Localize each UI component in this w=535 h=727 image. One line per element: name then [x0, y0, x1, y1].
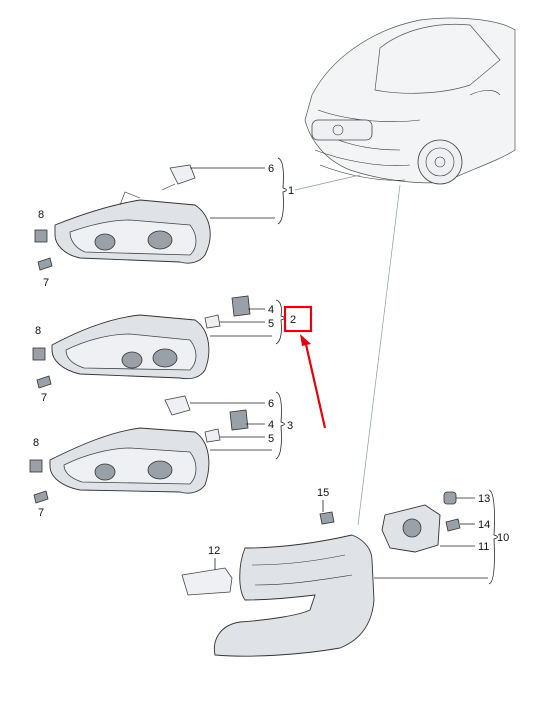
leader-car-1	[294, 174, 361, 191]
label-7-top: 7	[43, 277, 49, 289]
screw-15	[319, 511, 335, 525]
brace-1	[277, 157, 287, 225]
grommet-13	[443, 491, 457, 505]
label-1: 1	[288, 185, 294, 197]
fog-lamp-assembly-3	[49, 427, 210, 494]
brace-10	[488, 489, 498, 585]
screw-7-mid	[36, 375, 52, 389]
pointer-arrow	[300, 334, 327, 429]
brace-2	[275, 299, 285, 345]
bulb-part-6-top	[161, 164, 196, 191]
bulb-holder-4-low	[229, 409, 249, 431]
clip-8-top	[34, 229, 48, 243]
fog-lamp-assembly-2	[51, 314, 210, 380]
car-illustration	[304, 17, 516, 185]
label-15: 15	[317, 487, 329, 499]
label-3: 3	[287, 420, 293, 432]
label-2: 2	[290, 314, 296, 326]
leader-car-10	[357, 184, 401, 526]
cover-part-12	[181, 567, 233, 596]
screw-7-top	[37, 257, 53, 271]
bulb-holder-4-mid	[231, 295, 251, 317]
brace-3	[275, 391, 285, 460]
label-5-low: 5	[268, 433, 274, 445]
label-6-low: 6	[268, 398, 274, 410]
label-8-low: 8	[33, 437, 39, 449]
label-4-mid: 4	[268, 304, 274, 316]
label-13: 13	[478, 493, 490, 505]
clip-8-low	[29, 459, 43, 473]
label-12: 12	[208, 545, 220, 557]
label-14: 14	[478, 519, 490, 531]
label-8-mid: 8	[35, 325, 41, 337]
screw-7-low	[33, 490, 49, 504]
label-11: 11	[478, 541, 489, 553]
label-4-low: 4	[268, 419, 274, 431]
grille-trim-part	[213, 534, 375, 657]
label-7-low: 7	[38, 507, 44, 519]
label-10: 10	[497, 532, 509, 544]
label-6-top: 6	[268, 163, 274, 175]
label-5-mid: 5	[268, 318, 274, 330]
housing-part-11	[381, 504, 441, 553]
bulb-5-mid	[204, 314, 221, 329]
bulb-6-low	[164, 395, 191, 416]
highlight-box-part-2	[283, 305, 313, 333]
label-7-mid: 7	[41, 392, 47, 404]
screw-14	[445, 518, 461, 532]
clip-8-mid	[32, 347, 46, 361]
bulb-5-low	[204, 428, 221, 443]
fog-lamp-assembly-1	[54, 191, 211, 264]
label-8-top: 8	[38, 209, 44, 221]
